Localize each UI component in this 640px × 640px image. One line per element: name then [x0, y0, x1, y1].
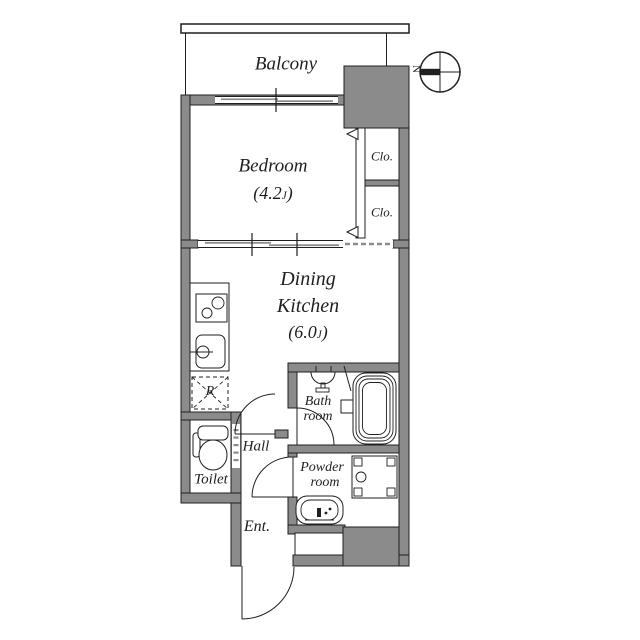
balcony-label: Balcony — [254, 53, 318, 75]
balcony-railing — [180, 23, 410, 95]
wall-left — [180, 94, 191, 504]
hall-door — [234, 393, 276, 435]
wall-bath-bottom — [287, 444, 400, 454]
dining-kitchen-label-line2: Kitchen — [276, 295, 340, 317]
dining-kitchen-size: (6.0J) — [288, 321, 328, 342]
bedroom-size: (4.2J) — [253, 182, 293, 203]
wall-bath-top — [287, 362, 400, 373]
closet-door-track — [355, 127, 366, 239]
entrance-label: Ent. — [243, 518, 271, 535]
wall-bottom-left — [180, 492, 242, 504]
wall-closet-divider — [364, 179, 400, 187]
hall-door-arc — [234, 393, 276, 435]
partition-opening — [198, 240, 393, 248]
wall-powder-left-stub — [287, 452, 298, 458]
bathtub — [352, 372, 397, 445]
wall-bed-dk-stub-left — [180, 239, 199, 249]
compass: N — [410, 51, 461, 93]
toilet-side-panel — [192, 432, 201, 458]
powder-door-arc — [251, 456, 293, 498]
powder-room-fixtures — [251, 455, 398, 525]
bedroom-label: Bedroom — [238, 155, 308, 177]
kitchen-fixtures — [189, 282, 230, 410]
wall-bed-dk-stub-right — [392, 239, 410, 249]
closet-upper-label: Clo. — [370, 148, 394, 164]
partition-sliding-panel — [205, 241, 271, 244]
closet-door-arrow-bottom — [345, 225, 359, 239]
washing-machine-pan — [351, 455, 398, 499]
closet-sliding-doors — [345, 127, 366, 239]
washer-drain — [355, 471, 367, 483]
washbasin-faucet — [317, 508, 321, 517]
window-sliding-panel — [276, 100, 333, 102]
toilet-label: Toilet — [194, 471, 228, 488]
wall-bath-left-upper — [287, 371, 298, 409]
refrigerator-space-box — [191, 376, 229, 410]
toilet-bowl — [198, 439, 228, 471]
bath-mixer-counter — [310, 371, 336, 385]
closet-door-arrow-top — [345, 127, 359, 141]
stove — [195, 293, 228, 323]
bathroom-label-line1: Bath — [304, 394, 332, 409]
bathroom-fixtures — [296, 365, 397, 446]
entrance-door-arc — [241, 566, 295, 620]
stove-burner — [201, 307, 213, 319]
powder-room-label-line1: Powder — [300, 460, 344, 475]
partition-sliding-panel — [269, 244, 339, 247]
stove-burner — [211, 296, 225, 310]
entrance-step — [294, 532, 344, 556]
closet-lower-label: Clo. — [370, 204, 394, 220]
bath-faucet-base — [315, 387, 330, 393]
bath-shelf — [340, 399, 354, 414]
balcony-rail-bar — [180, 23, 410, 34]
compass-north-bar — [420, 68, 440, 76]
wall-right — [398, 127, 410, 567]
bath-grab-bar — [343, 365, 352, 392]
toilet-tank — [197, 425, 229, 441]
powder-room-label-line2: room — [310, 475, 340, 490]
entrance-fixtures — [241, 532, 344, 620]
wall-entrance-left — [230, 502, 242, 567]
bath-door-arc — [296, 407, 335, 446]
wall-pillar-top-right — [343, 65, 410, 129]
bedroom-balcony-window — [215, 88, 338, 112]
refrigerator-space-label: R — [205, 384, 215, 399]
bathroom-label-line2: room — [303, 409, 333, 424]
bedroom-dk-partition — [198, 233, 393, 256]
wall-hall-top-stub — [274, 429, 289, 439]
wall-corner-block — [342, 526, 400, 567]
hall-label: Hall — [242, 438, 270, 455]
toilet-fixtures — [192, 424, 240, 471]
window-sliding-panel — [221, 98, 278, 101]
dining-kitchen-label-line1: Dining — [280, 268, 336, 290]
compass-north-letter: N — [410, 65, 422, 73]
